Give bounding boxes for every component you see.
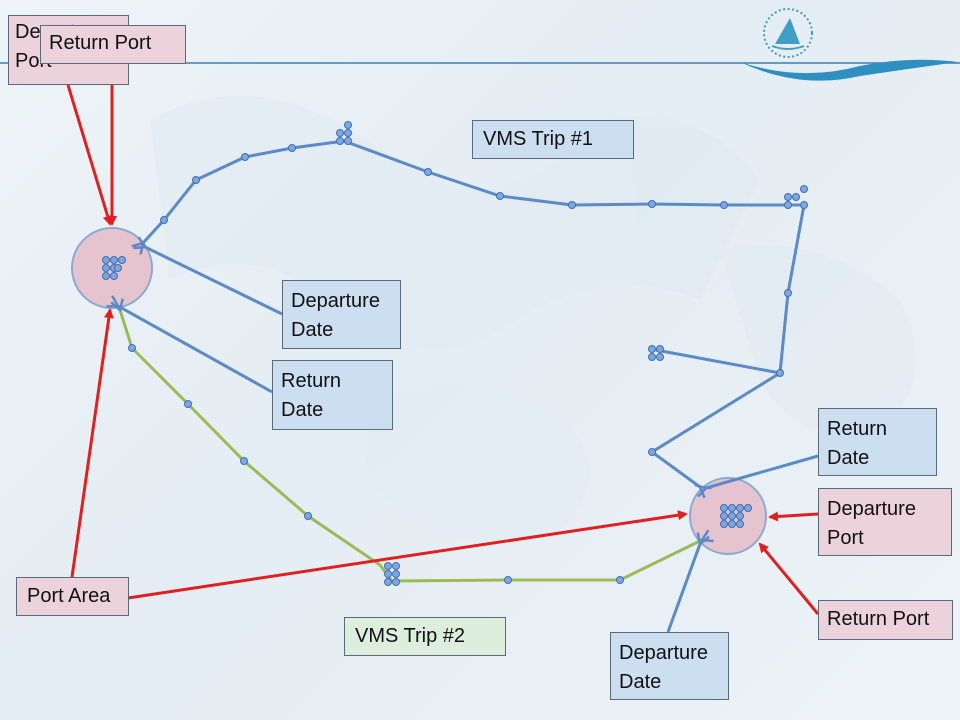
arrow-return-date-left: [118, 306, 273, 394]
arrow-departure-date-left: [145, 247, 283, 316]
vms-trip-1-label: VMS Trip #1: [472, 120, 634, 159]
background-shapes: [150, 96, 916, 542]
return-date-label-right: Return Date: [818, 408, 937, 476]
arrow-port-area-left: [70, 308, 114, 578]
vms-trip-2-track: [120, 310, 702, 583]
vms-trip-2-label: VMS Trip #2: [344, 617, 506, 656]
departure-date-label-bottom: Departure Date: [610, 632, 729, 700]
return-date-label-left: Return Date: [272, 360, 393, 430]
departure-date-label-left: Departure Date: [282, 280, 401, 349]
arrow-return-port-r: [758, 542, 820, 615]
return-port-label-right: Return Port: [818, 600, 953, 640]
arrow-departure-port-r: [768, 511, 819, 522]
departure-port-label-right: Departure Port: [818, 488, 952, 556]
port-area-label: Port Area: [16, 577, 129, 616]
vms-position-markers: [102, 121, 808, 586]
arrow-port-area-right: [127, 510, 688, 600]
arrow-return-date-right: [706, 454, 819, 488]
return-port-label-top-left: Return Port: [40, 25, 186, 64]
boat-wave-logo-icon: [740, 8, 958, 81]
arrow-departure-date-bottom: [666, 544, 700, 633]
arrow-departure-port-tl: [66, 84, 113, 226]
